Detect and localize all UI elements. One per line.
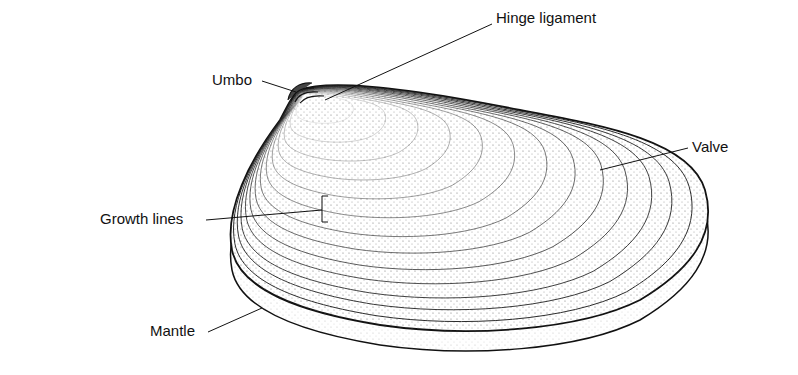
part-label: Umbo [212, 72, 252, 89]
part-label: Growth lines [100, 211, 183, 228]
umbo-ridges [288, 83, 324, 103]
part-label: Hinge ligament [496, 10, 596, 27]
valve-shell [231, 85, 709, 331]
part-label: Valve [692, 139, 728, 156]
part-label: Mantle [150, 323, 195, 340]
leader-lines [206, 24, 688, 332]
